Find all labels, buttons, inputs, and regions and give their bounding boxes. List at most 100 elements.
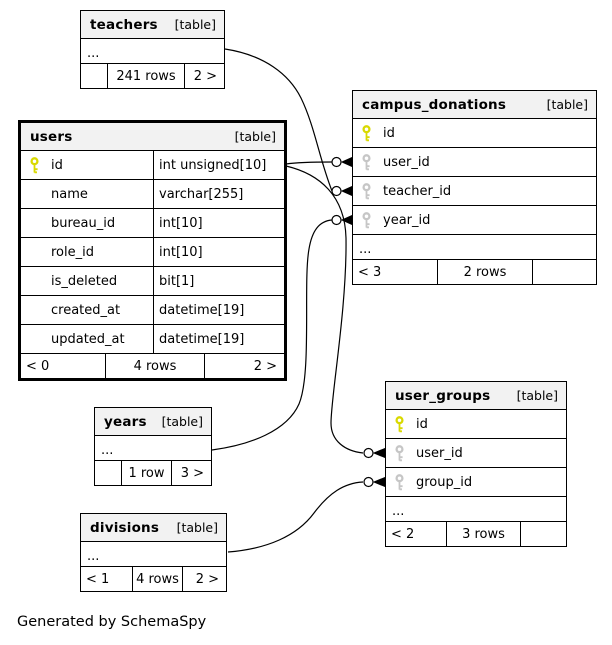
table-teachers-header[interactable]: teachers [table] (81, 11, 224, 39)
footer-right: 2 > (204, 354, 284, 378)
hidden-columns-ellipsis: ... (353, 235, 596, 260)
table-user-groups-header[interactable]: user_groups [table] (386, 382, 566, 410)
footer-right (532, 260, 596, 284)
column-name: role_id (51, 244, 94, 260)
table-divisions-header[interactable]: divisions [table] (81, 514, 226, 542)
column-row-teacher-id: teacher_id (353, 177, 596, 206)
table-name: campus_donations (362, 96, 507, 113)
table-campus-donations[interactable]: campus_donations [table] id user_id teac… (352, 90, 597, 285)
edge-years-to-campus-donations-year-id (211, 219, 333, 451)
fk-endpoint-ug-group-id (363, 476, 386, 488)
footer-left: < 0 (26, 358, 50, 374)
table-tag: [table] (174, 17, 216, 32)
column-row-role-id: role_id int[10] (21, 238, 284, 267)
footer-left: < 1 (86, 571, 110, 587)
table-footer: < 2 3 rows (386, 522, 566, 546)
column-row-updated-at: updated_at datetime[19] (21, 325, 284, 354)
column-name: teacher_id (383, 183, 452, 199)
column-type: varchar[255] (153, 180, 284, 208)
foreign-key-icon (386, 473, 412, 491)
column-name: updated_at (51, 331, 125, 347)
footer-rowcount: 4 rows (105, 354, 204, 378)
foreign-key-icon (353, 153, 379, 171)
hidden-columns-ellipsis: ... (95, 436, 211, 461)
table-campus-donations-header[interactable]: campus_donations [table] (353, 91, 596, 119)
footer-right (520, 522, 566, 546)
table-divisions[interactable]: divisions [table] ... < 1 4 rows 2 > (80, 513, 227, 592)
column-name: group_id (416, 474, 473, 490)
footer-rowcount: 2 rows (437, 260, 532, 284)
table-years[interactable]: years [table] ... 1 row 3 > (94, 407, 212, 486)
foreign-key-icon (353, 211, 379, 229)
table-name: teachers (90, 16, 158, 33)
edge-users-to-campus-donations-user-id (285, 161, 333, 165)
footer-right: 2 > (184, 64, 224, 88)
footer-rowcount: 241 rows (107, 64, 184, 88)
footer-rowcount: 1 row (121, 461, 171, 485)
footer-left: < 2 (391, 526, 415, 542)
table-teachers[interactable]: teachers [table] ... 241 rows 2 > (80, 10, 225, 89)
foreign-key-icon (386, 444, 412, 462)
primary-key-icon (353, 124, 379, 142)
footer-left (81, 64, 107, 88)
column-row-created-at: created_at datetime[19] (21, 296, 284, 325)
column-row-id: id int unsigned[10] (21, 151, 284, 180)
column-row-year-id: year_id (353, 206, 596, 235)
fk-endpoint-teacher-id (331, 185, 353, 197)
table-name: divisions (90, 519, 160, 536)
fk-endpoint-user-id (331, 156, 353, 168)
table-tag: [table] (161, 414, 203, 429)
column-type: bit[1] (153, 267, 284, 295)
table-name: user_groups (395, 387, 491, 404)
footer-left (95, 461, 121, 485)
column-type: datetime[19] (153, 296, 284, 324)
table-years-header[interactable]: years [table] (95, 408, 211, 436)
table-footer: 241 rows 2 > (81, 64, 224, 88)
table-tag: [table] (546, 97, 588, 112)
table-name: users (30, 128, 73, 145)
table-users[interactable]: users [table] id int unsigned[10] name v… (18, 120, 287, 381)
foreign-key-icon (353, 182, 379, 200)
column-type: int[10] (153, 209, 284, 237)
column-row-bureau-id: bureau_id int[10] (21, 209, 284, 238)
column-row-name: name varchar[255] (21, 180, 284, 209)
table-tag: [table] (176, 520, 218, 535)
column-type: int[10] (153, 238, 284, 266)
column-name: id (416, 416, 428, 432)
footer-left: < 3 (358, 264, 382, 280)
fk-endpoint-year-id (331, 214, 353, 226)
primary-key-icon (21, 156, 47, 174)
generated-by-credit: Generated by SchemaSpy (17, 614, 207, 630)
table-footer: < 1 4 rows 2 > (81, 567, 226, 591)
column-name: user_id (383, 154, 430, 170)
column-row-id: id (353, 119, 596, 148)
column-row-is-deleted: is_deleted bit[1] (21, 267, 284, 296)
column-name: year_id (383, 212, 431, 228)
footer-right: 3 > (171, 461, 211, 485)
column-name: name (51, 186, 88, 202)
column-row-group-id: group_id (386, 468, 566, 497)
column-row-user-id: user_id (353, 148, 596, 177)
footer-rowcount: 3 rows (446, 522, 520, 546)
table-footer: < 3 2 rows (353, 260, 596, 284)
edge-teachers-to-campus-donations-teacher-id (224, 48, 333, 192)
column-row-id: id (386, 410, 566, 439)
column-name: id (383, 125, 395, 141)
edge-users-to-user-groups-user-id (285, 165, 364, 454)
table-users-header[interactable]: users [table] (21, 123, 284, 151)
column-row-user-id: user_id (386, 439, 566, 468)
table-user-groups[interactable]: user_groups [table] id user_id group_id … (385, 381, 567, 547)
table-name: years (104, 413, 147, 430)
footer-rowcount: 4 rows (132, 567, 182, 591)
column-type: int unsigned[10] (153, 151, 284, 179)
column-name: id (51, 157, 63, 173)
table-footer: 1 row 3 > (95, 461, 211, 485)
table-tag: [table] (234, 129, 276, 144)
column-name: created_at (51, 302, 121, 318)
primary-key-icon (386, 415, 412, 433)
edge-divisions-to-user-groups-group-id (227, 481, 364, 553)
table-footer: < 0 4 rows 2 > (21, 354, 284, 378)
table-tag: [table] (516, 388, 558, 403)
column-name: is_deleted (51, 273, 118, 289)
